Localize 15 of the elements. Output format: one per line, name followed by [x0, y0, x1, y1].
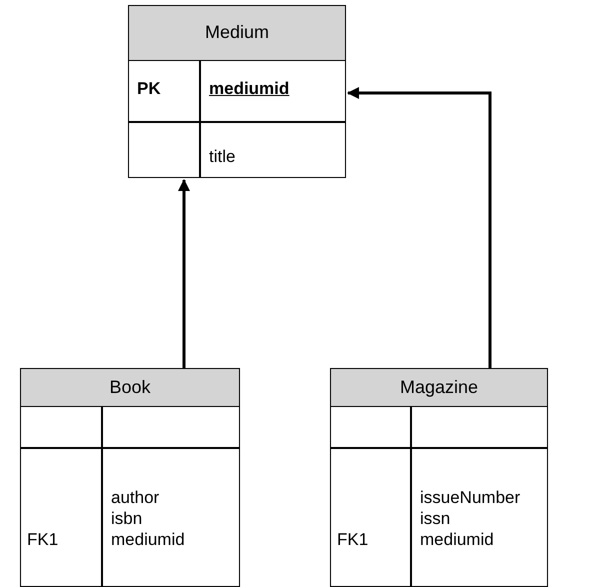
entity-table [330, 368, 548, 587]
field-name: title [209, 146, 236, 167]
key-label: FK1 [337, 529, 368, 550]
field-name: author isbn mediumid [111, 487, 185, 550]
key-label: PK [137, 78, 161, 99]
key-label: FK1 [27, 529, 58, 550]
entity-table [128, 5, 346, 178]
field-name: mediumid [209, 78, 290, 99]
table-header: Medium [129, 6, 345, 61]
entity-table [20, 368, 240, 587]
field-name: issueNumber issn mediumid [420, 487, 520, 550]
table-header: Book [21, 369, 239, 407]
arrow [178, 179, 190, 368]
table-header: Magazine [331, 369, 547, 407]
arrow [347, 87, 492, 368]
